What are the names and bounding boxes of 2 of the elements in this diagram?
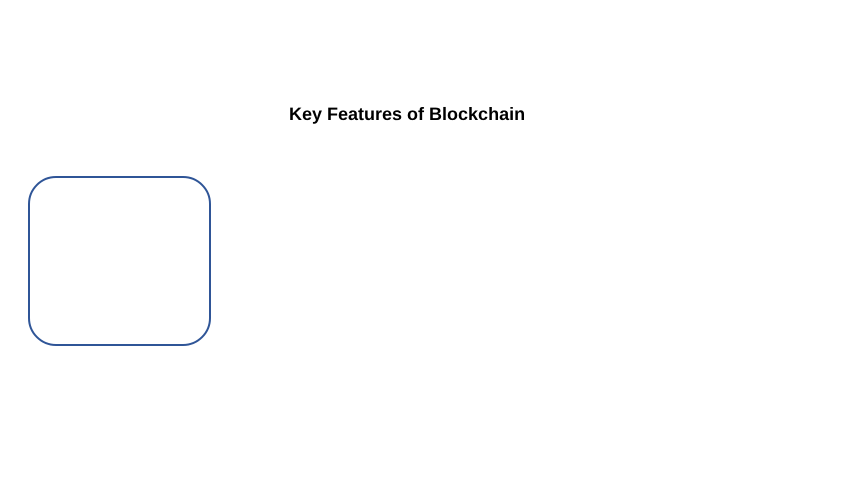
- empty-rounded-box: [28, 176, 211, 346]
- title: Key Features of Blockchain: [289, 103, 526, 126]
